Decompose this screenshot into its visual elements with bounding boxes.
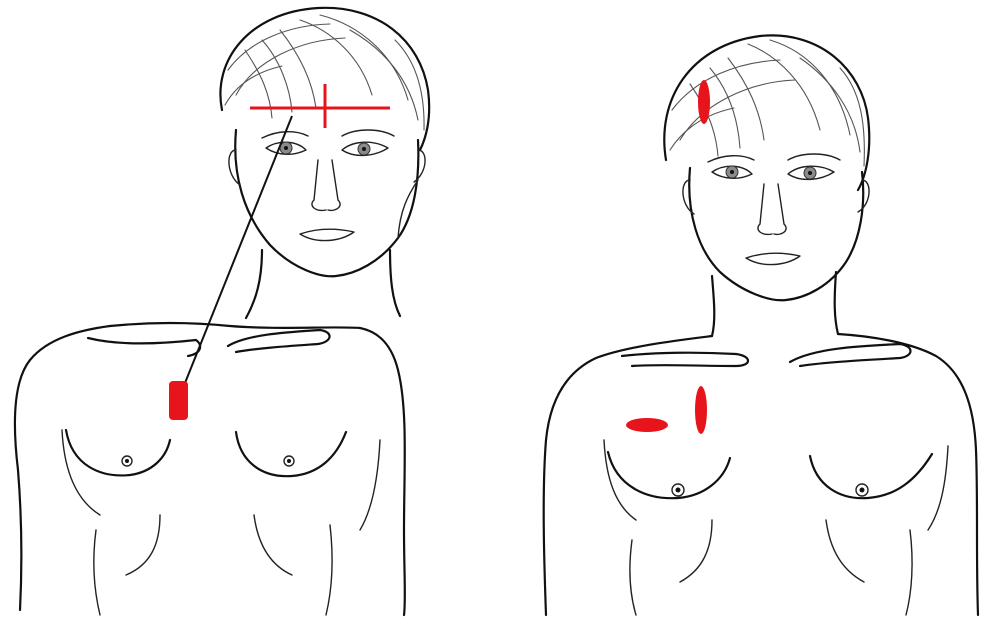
- right-face: [683, 154, 869, 336]
- right-markers: [626, 80, 710, 434]
- right-torso: [544, 334, 978, 615]
- left-torso: [15, 323, 405, 615]
- right-hair: [664, 35, 869, 190]
- chest-rectangle-marker: [169, 381, 188, 420]
- left-hair: [220, 8, 429, 150]
- scalp-oval-marker: [698, 80, 710, 124]
- chest-horizontal-oval-marker: [626, 418, 668, 432]
- left-markers: [169, 84, 390, 420]
- right-figure: [544, 35, 978, 615]
- left-figure: [15, 8, 429, 615]
- chest-vertical-oval-marker: [695, 386, 707, 434]
- left-face: [229, 130, 425, 318]
